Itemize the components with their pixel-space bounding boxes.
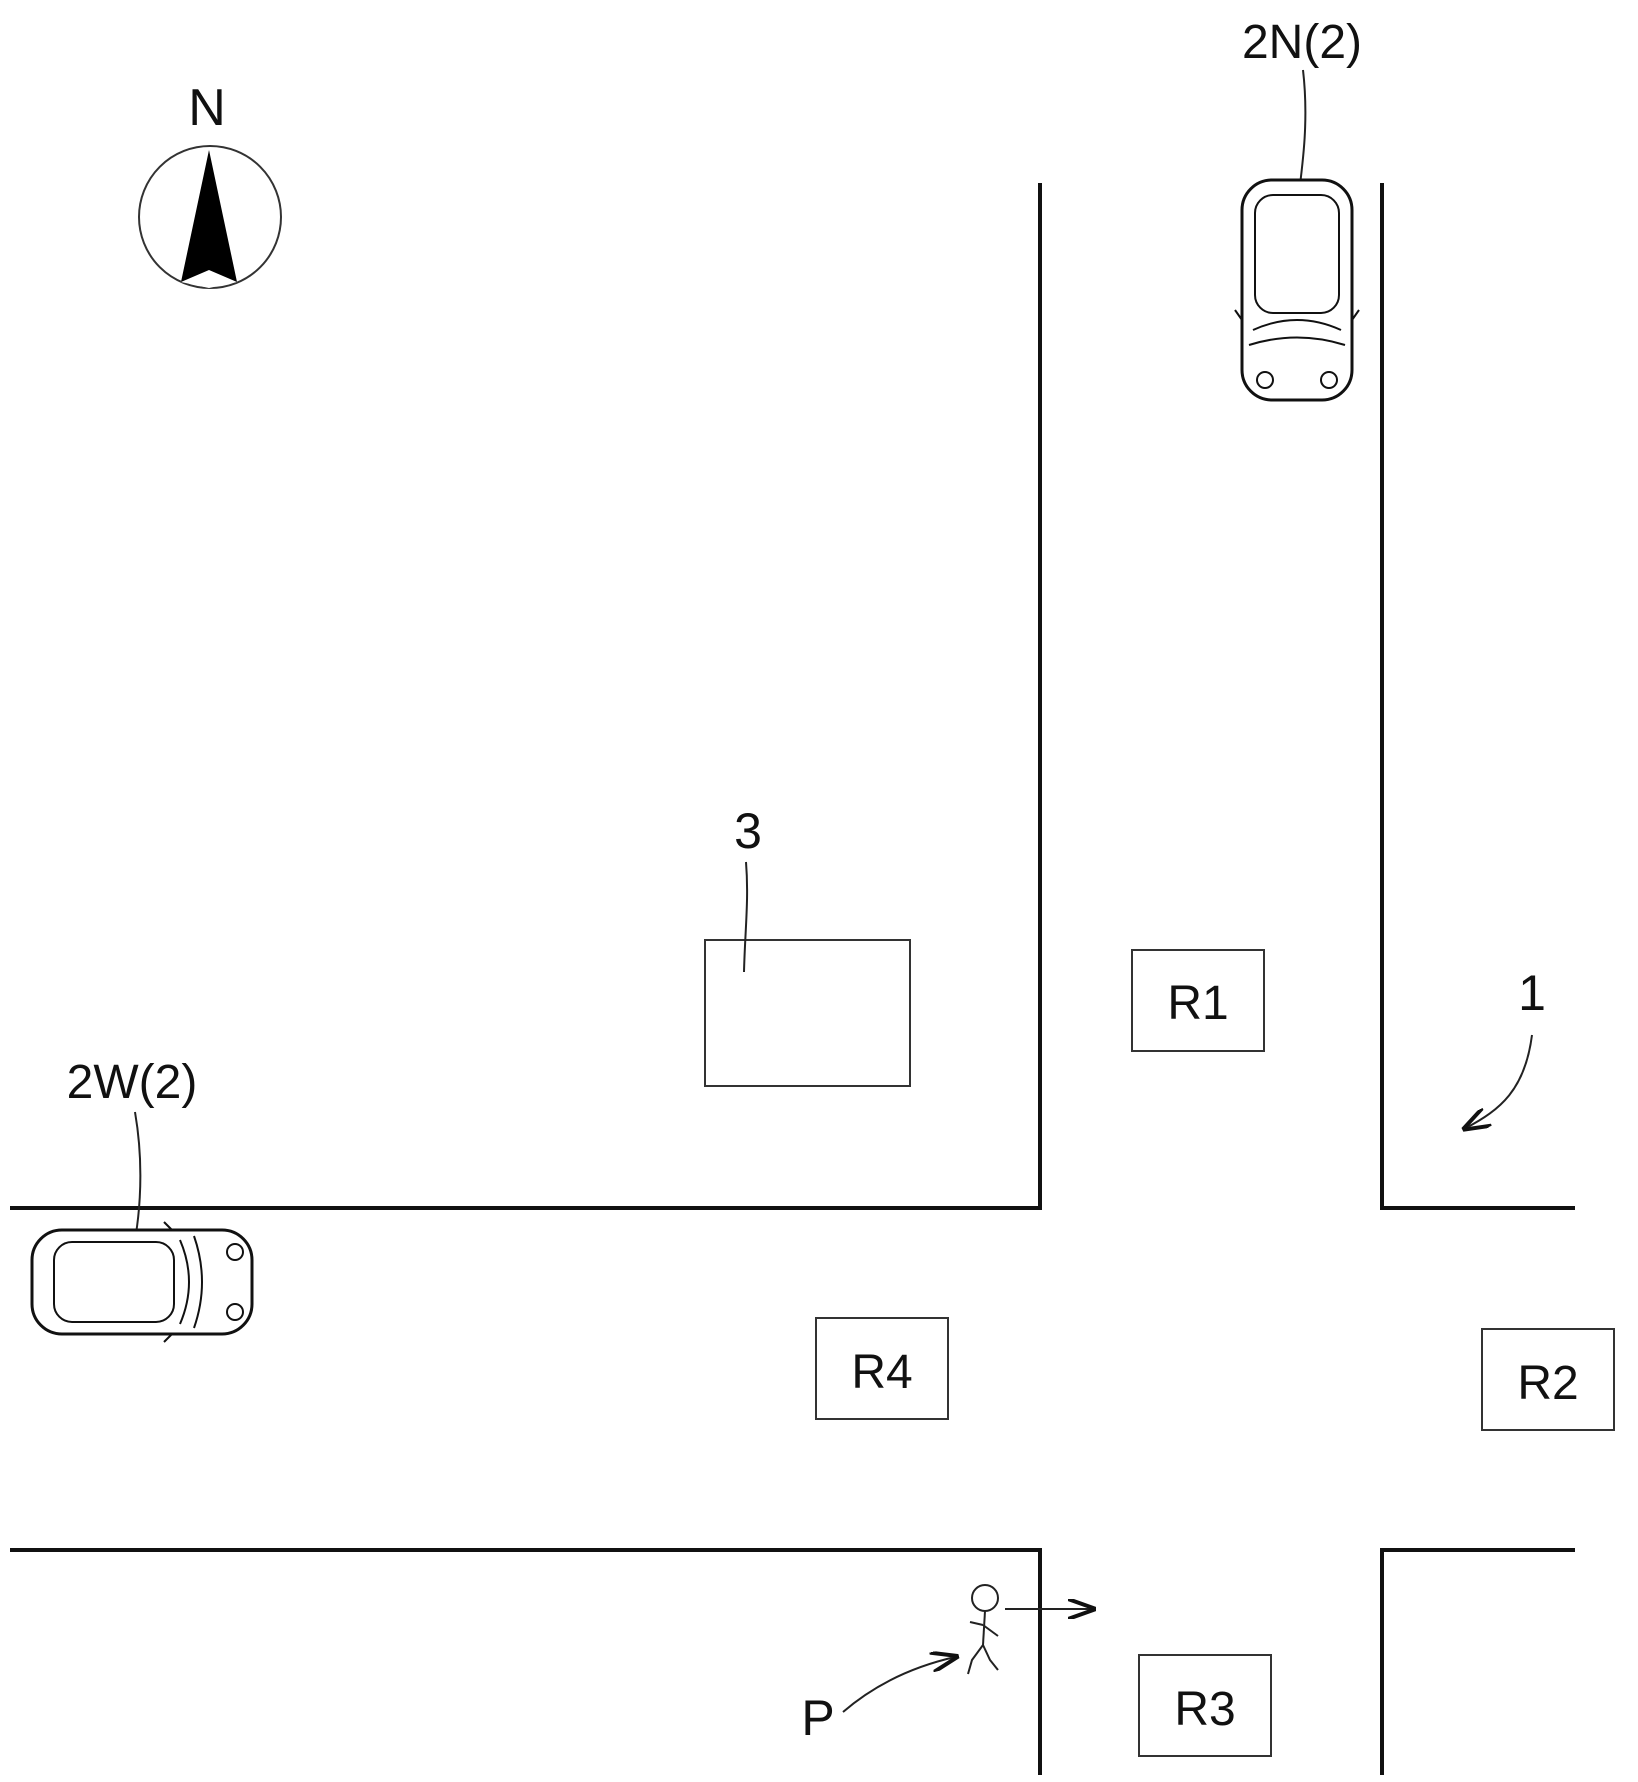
region-r2-label: R2 bbox=[1517, 1357, 1578, 1410]
building-label: 3 bbox=[734, 803, 762, 859]
region-r4: R4 bbox=[816, 1318, 948, 1419]
pedestrian-label: P bbox=[801, 1690, 834, 1746]
compass-north-label: N bbox=[188, 79, 226, 137]
pedestrian-icon bbox=[968, 1585, 998, 1674]
compass: N bbox=[139, 79, 281, 288]
region-r1-label: R1 bbox=[1167, 977, 1228, 1030]
region-r3: R3 bbox=[1139, 1655, 1271, 1756]
car-2n: 2N(2) bbox=[1235, 16, 1362, 400]
region-r4-label: R4 bbox=[851, 1346, 912, 1399]
car-2n-icon bbox=[1235, 180, 1359, 400]
car-2w-icon bbox=[32, 1222, 252, 1342]
road-edge-southwest bbox=[10, 1550, 1040, 1775]
intersection-leader-arrow bbox=[1466, 1035, 1532, 1128]
region-r2: R2 bbox=[1482, 1329, 1614, 1430]
building-box bbox=[705, 940, 910, 1086]
building-3: 3 bbox=[705, 803, 910, 1086]
region-r1: R1 bbox=[1132, 950, 1264, 1051]
pedestrian: P bbox=[801, 1585, 1092, 1746]
intersection-label: 1 bbox=[1518, 965, 1546, 1021]
car-2w-label: 2W(2) bbox=[67, 1056, 198, 1109]
region-r3-label: R3 bbox=[1174, 1683, 1235, 1736]
car-2n-label: 2N(2) bbox=[1242, 16, 1362, 69]
pedestrian-leader-arrow bbox=[843, 1657, 955, 1712]
car-2w: 2W(2) bbox=[32, 1056, 252, 1342]
road-edge-northeast bbox=[1382, 183, 1575, 1208]
intersection-label-group: 1 bbox=[1466, 965, 1546, 1128]
road-edge-southeast bbox=[1382, 1550, 1575, 1775]
